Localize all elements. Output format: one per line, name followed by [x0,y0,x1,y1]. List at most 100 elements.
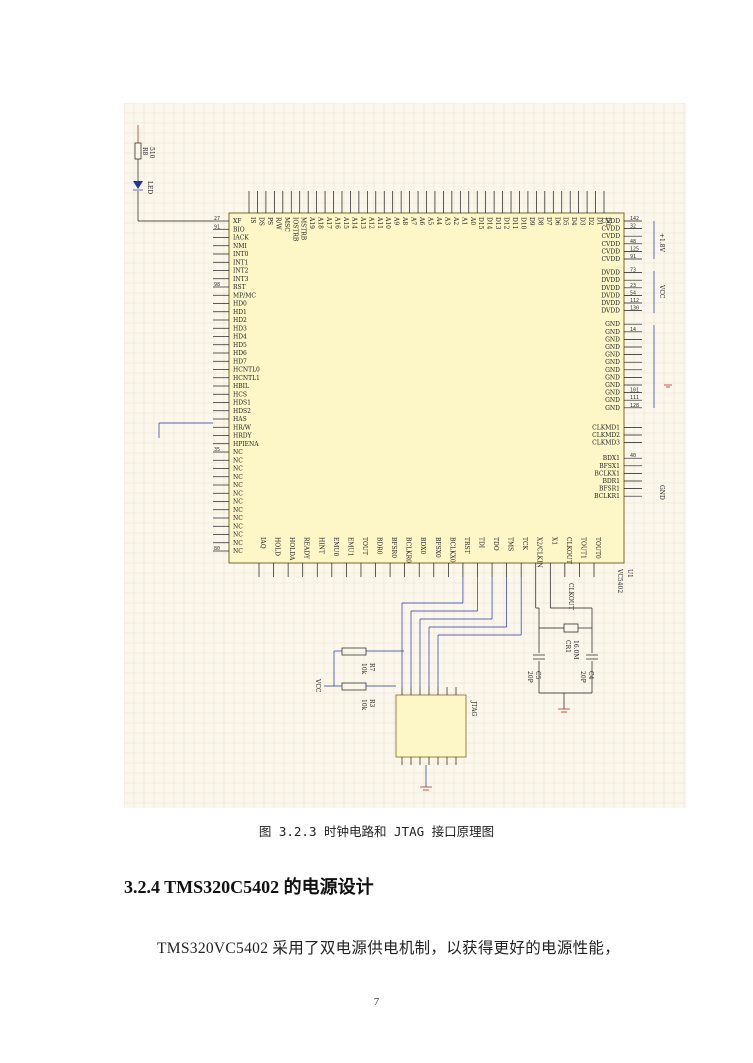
body-paragraph: TMS320VC5402 采用了双电源供电机制，以获得更好的电源性能， [157,940,621,957]
pin-label: A2 [452,216,459,225]
pin-label: HCS [233,391,247,398]
pin-number: 91 [214,224,220,230]
crystal-value: 16.0M [572,640,579,660]
pin-label: D14 [486,217,493,230]
pin-label: GND [605,374,620,381]
pin-label: DVDD [601,270,620,277]
pin-label: D3 [579,217,586,226]
pin-label: INT2 [233,268,249,275]
pin-label: GND [605,336,620,343]
pin-label: CLKMD1 [592,424,620,431]
pin-label: CLKOUT [565,537,572,564]
pin-label: A6 [418,216,425,225]
capacitor-c5-value: 20P [526,671,533,683]
pin-label: MSTRB [300,217,307,241]
pin-label: A14 [350,216,357,229]
pin-label: BDX1 [603,455,620,462]
pin-label: CVDD [601,241,620,248]
pin-label: A3 [443,216,450,225]
pin-label: BCLKR0 [405,537,412,563]
pin-label: XF [233,218,241,225]
pin-number: 101 [630,388,639,394]
pin-label: HOLDA [288,537,295,561]
pin-label: MSC [283,217,290,232]
capacitor-c4-value: 20P [579,671,586,683]
pin-label: D1 [596,217,603,226]
pin-label: CVDD [601,226,620,233]
pin-number: 112 [630,298,639,304]
pin-label: NMI [233,243,247,250]
pin-label: A9 [393,216,400,225]
pin-label: INT0 [233,251,249,258]
pin-number: 142 [630,216,639,222]
chip-part-number: VC5402 [616,568,623,593]
pin-label: A4 [435,216,442,225]
resistor-r3 [341,682,367,691]
section-heading: 3.2.4 TMS320C5402 的电源设计 [124,877,374,897]
pin-label: NC [233,482,243,489]
pin-label: NC [233,466,243,473]
pin-label: D13 [494,217,501,230]
pin-number: 14 [630,327,636,333]
resistor-r3-designator: R3 [368,699,375,708]
page-number: 7 [373,996,380,1008]
pin-label: MP/MC [233,292,256,299]
pin-label: GND [605,382,620,389]
pin-label: NC [233,457,243,464]
pin-number: 91 [630,254,636,260]
pin-label: GND [605,359,620,366]
pin-label: CVDD [601,256,620,263]
pin-label: D2 [587,217,594,226]
pin-number: 111 [630,395,639,401]
pin-label: A1 [460,216,467,225]
pin-label: EMU0 [332,537,339,557]
pin-number: 32 [630,224,636,230]
pin-label: DVDD [601,300,620,307]
resistor-r7 [341,647,367,656]
net-label-clkout: CLKOUT [567,583,574,610]
pin-number: 80 [214,546,220,552]
pin-label: HD3 [233,325,247,332]
pin-number: 35 [214,447,220,453]
pin-label: BFSX1 [599,463,620,470]
pin-label: CLKMD3 [592,440,620,447]
pin-label: A13 [359,216,366,229]
pin-label: HD0 [233,301,247,308]
pin-label: BDR1 [602,478,620,485]
pin-label: GND [605,329,620,336]
pin-label: GND [605,321,620,328]
pin-label: DVDD [601,292,620,299]
pin-label: NC [233,532,243,539]
jtag-connector [395,694,467,758]
pin-label: IOSTRB [291,217,298,242]
pin-label: NC [233,515,243,522]
pin-number: 128 [630,403,639,409]
pin-label: A10 [384,216,391,229]
pin-label: HD2 [233,317,247,324]
pin-label: NC [233,523,243,530]
pin-label: BCLKX1 [594,470,620,477]
pin-label: A5 [427,216,434,225]
pin-label: IS [249,217,256,223]
pin-label: BFSR0 [390,537,397,558]
jtag-designator: JTAG [470,700,477,716]
pin-label: DVDD [601,277,620,284]
resistor-r3-value: 10k [360,699,367,711]
pin-label: A19 [308,216,315,229]
pin-label: TDO [492,537,499,551]
pin-label: D10 [519,217,526,230]
pin-label: CVDD [601,233,620,240]
pin-label: D15 [477,217,484,230]
pin-label: BCLKX0 [448,537,455,563]
pin-label: INT1 [233,259,248,266]
pin-label: GND [605,405,620,412]
pin-label: NC [233,499,243,506]
pin-label: A16 [334,216,341,229]
pin-label: NC [233,474,243,481]
pin-label: D5 [562,217,569,226]
crystal-designator: CR1 [564,640,571,653]
pin-number: 54 [630,290,636,296]
pin-number: 48 [630,239,636,245]
pin-number: 40 [630,453,636,459]
